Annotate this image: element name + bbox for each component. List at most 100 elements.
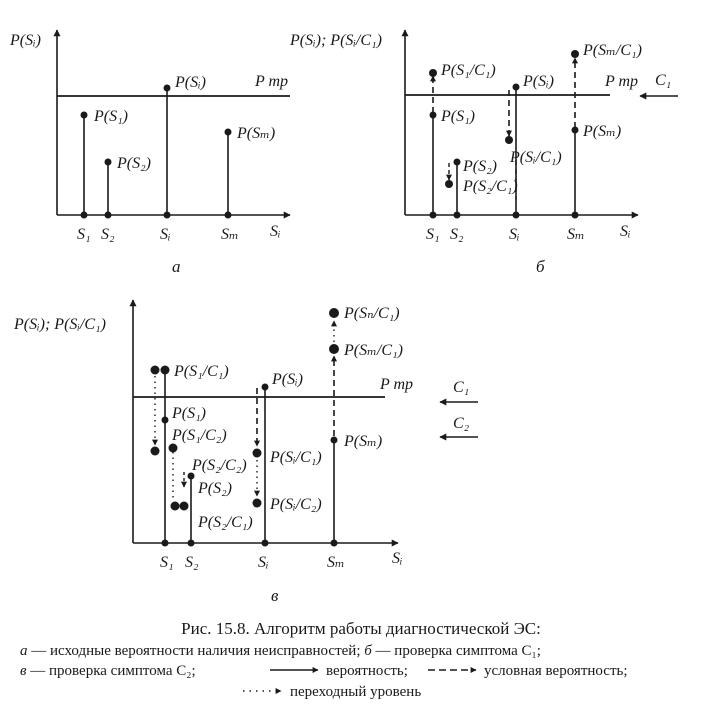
panel-c	[129, 299, 478, 547]
panel-b-label-ps2: P(S₂)	[462, 158, 497, 175]
panel-b-tick-s2	[453, 211, 461, 219]
panel-a-point-sm	[224, 128, 232, 136]
panel-c-point-sic2	[252, 498, 262, 508]
caption-c-letter: в	[20, 663, 27, 679]
panel-a-point-s2	[104, 158, 112, 166]
panel-c-label-ps2: P(S₂)	[197, 480, 232, 497]
panel-c-letter: в	[271, 586, 279, 605]
caption-c-text: — проверка симптома C₂;	[27, 663, 196, 679]
panel-b-tick-label-si: Sᵢ	[509, 226, 520, 243]
panel-b-tick-label-sm: Sₘ	[567, 226, 585, 243]
panel-b-y-axis-label: P(Sᵢ); P(Sᵢ/C₁)	[289, 32, 382, 49]
panel-a-y-axis-label: P(Sᵢ)	[9, 32, 41, 49]
panel-b-tick-label-s1: S₁	[426, 226, 440, 243]
panel-c-point-s1c1-a	[150, 365, 160, 375]
panel-a-tick-s2	[104, 211, 112, 219]
panel-c-point-si	[261, 383, 269, 391]
panel-b-label-psic1: P(Sᵢ/C₁)	[509, 149, 562, 166]
panel-c-tick-label-sm: Sₘ	[327, 554, 345, 571]
panel-c-label-psm: P(Sₘ)	[343, 433, 382, 450]
panel-b-point-s1	[429, 111, 437, 119]
panel-a-label-psm: P(Sₘ)	[236, 125, 275, 142]
panel-b-letter: б	[536, 257, 545, 276]
panel-c-label-psic1: P(Sᵢ/C₁)	[269, 449, 322, 466]
panel-c-label-ps1c1: P(S₁/C₁)	[173, 363, 229, 380]
panel-b-point-smc1	[571, 50, 579, 58]
panel-b-label-ps2c1: P(S₂/C₁)	[462, 178, 518, 195]
panel-b-tick-si	[512, 211, 520, 219]
panel-b-point-sm	[571, 126, 579, 134]
panel-b-tick-label-s2: S₂	[450, 226, 464, 243]
panel-b-label-psm: P(Sₘ)	[582, 123, 621, 140]
panel-c-tick-label-si: Sᵢ	[258, 554, 269, 571]
panel-c-point-s1c1-b	[160, 365, 170, 375]
panel-a-label-ps2: P(S₂)	[116, 155, 151, 172]
caption-a-text: — исходные вероятности наличия неисправн…	[28, 643, 365, 659]
panel-c-symptom-label-c2: C₂	[453, 415, 470, 432]
panel-c-tick-s2	[187, 539, 195, 547]
panel-a-threshold-label: P тр	[254, 73, 288, 90]
panel-b-label-ps1: P(S₁)	[440, 108, 475, 125]
panel-c-threshold-label: P тр	[379, 376, 413, 393]
panel-b-tick-s1	[429, 211, 437, 219]
panel-c-tick-label-s1: S₁	[160, 554, 174, 571]
panel-c-x-axis-label: Sᵢ	[392, 550, 403, 567]
panel-a-letter: а	[172, 257, 181, 276]
panel-a-tick-label-s2: S₂	[101, 226, 115, 243]
panel-c-label-psnc1: P(Sₙ/C₁)	[343, 305, 400, 322]
panel-c-point-s1c2	[150, 446, 160, 456]
caption-b-text: — проверка симптома C₁;	[372, 643, 541, 659]
panel-c-label-ps1: P(S₁)	[171, 405, 206, 422]
caption-line-2: в — проверка симптома C₂;	[20, 663, 196, 679]
caption-line-1: а — исходные вероятности наличия неиспра…	[20, 643, 541, 659]
panel-c-point-sic1	[252, 448, 262, 458]
panel-c-point-s1	[161, 416, 169, 424]
panel-b-threshold-label: P тр	[604, 73, 638, 90]
panel-a-tick-sm	[224, 211, 232, 219]
panel-a-tick-s1	[80, 211, 88, 219]
panel-b-label-psmc1: P(Sₘ/C₁)	[582, 42, 642, 59]
panel-c-point-s2c2-a	[170, 501, 180, 511]
panel-c-point-smc1	[329, 344, 339, 354]
panel-c-label-ps2c1: P(S₂/C₁)	[197, 514, 253, 531]
panel-c-y-axis-label: P(Sᵢ); P(Sᵢ/C₁)	[13, 316, 106, 333]
panel-c-label-ps2c2: P(S₂/C₂)	[191, 457, 247, 474]
panel-b	[401, 29, 678, 219]
panel-c-tick-label-s2: S₂	[185, 554, 199, 571]
panel-c-point-s2	[187, 472, 195, 480]
panel-a-tick-label-s1: S₁	[77, 226, 91, 243]
panel-b-label-psi: P(Sᵢ)	[522, 73, 554, 90]
panel-c-tick-sm	[330, 539, 338, 547]
panel-b-point-si	[512, 83, 520, 91]
panel-b-x-axis-label: Sᵢ	[620, 223, 631, 240]
panel-c-tick-s1	[161, 539, 169, 547]
caption-title: Рис. 15.8. Алгоритм работы диагностическ…	[181, 619, 541, 638]
caption-a-letter: а	[20, 643, 28, 659]
panel-b-point-sic1	[505, 136, 513, 144]
panel-a-label-psi: P(Sᵢ)	[174, 74, 206, 91]
panel-c-label-psic2: P(Sᵢ/C₂)	[269, 496, 322, 513]
legend-transition-label: переходный уровень	[290, 684, 421, 700]
legend-probability-label: вероятность;	[326, 663, 408, 679]
panel-c-point-sm	[330, 436, 338, 444]
panel-c-label-psmc1: P(Sₘ/C₁)	[343, 342, 403, 359]
panel-b-point-s2c1	[445, 180, 453, 188]
panel-b-label-ps1c1: P(S₁/C₁)	[440, 62, 496, 79]
panel-c-label-ps1c2: P(S₁/C₂)	[171, 427, 227, 444]
caption-b-letter: б	[364, 643, 372, 659]
panel-b-point-s1c1	[429, 69, 437, 77]
panel-a-tick-label-sm: Sₘ	[221, 226, 239, 243]
panel-b-point-s2	[453, 158, 461, 166]
panel-a-tick-si	[163, 211, 171, 219]
panel-c-point-s2c2-b	[179, 501, 189, 511]
panel-c-symptom-label-c1: C₁	[453, 379, 469, 396]
panel-a-point-s1	[80, 111, 88, 119]
panel-c-point-snc1	[329, 308, 339, 318]
panel-a-x-axis-label: Sᵢ	[270, 223, 281, 240]
panel-b-tick-sm	[571, 211, 579, 219]
panel-a-label-ps1: P(S₁)	[93, 108, 128, 125]
panel-c-tick-si	[261, 539, 269, 547]
panel-a-point-si	[163, 84, 171, 92]
panel-a-tick-label-si: Sᵢ	[160, 226, 171, 243]
